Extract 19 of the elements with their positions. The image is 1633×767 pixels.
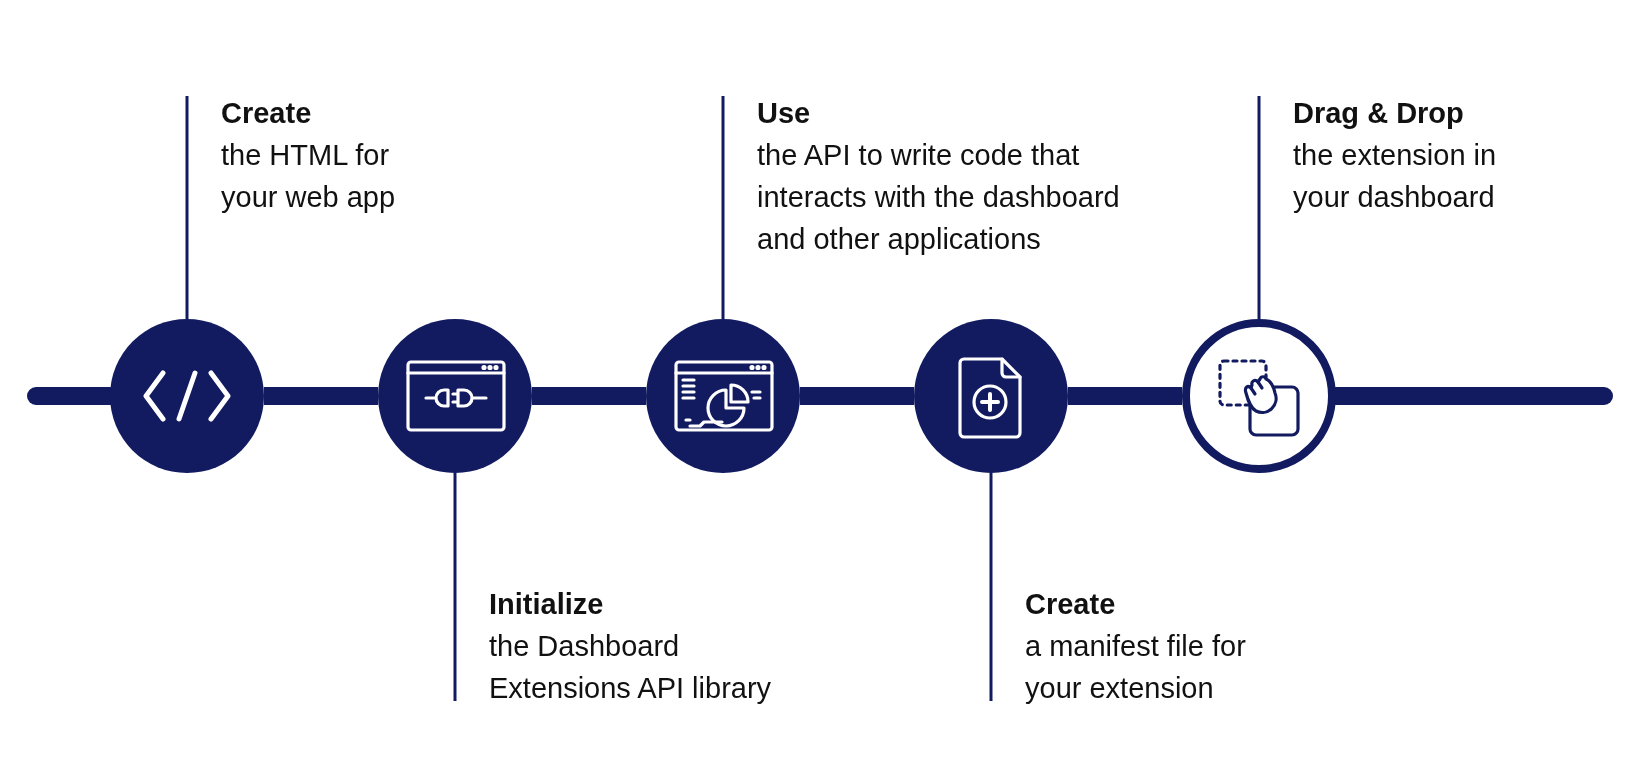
step-description: a manifest file for your extension <box>1025 629 1247 706</box>
leader-line <box>185 96 189 319</box>
step-heading: Initialize <box>489 587 605 622</box>
step-heading: Create <box>221 96 313 131</box>
timeline-bar <box>1068 387 1182 405</box>
step-description: the API to write code that interacts with the dashboard and other applications <box>757 138 1121 257</box>
leader-line <box>721 96 725 319</box>
leader-line <box>453 473 457 701</box>
leader-line <box>989 473 993 701</box>
timeline-bar <box>800 387 914 405</box>
step-description: the Dashboard Extensions API library <box>489 629 773 706</box>
timeline-bar <box>264 387 378 405</box>
step-description: the HTML for your web app <box>221 138 397 215</box>
step-description: the extension in your dashboard <box>1293 138 1498 215</box>
step-heading: Drag & Drop <box>1293 96 1465 131</box>
step-heading: Use <box>757 96 812 131</box>
leader-line <box>1257 96 1261 319</box>
step-heading: Create <box>1025 587 1117 622</box>
timeline-bar <box>532 387 646 405</box>
